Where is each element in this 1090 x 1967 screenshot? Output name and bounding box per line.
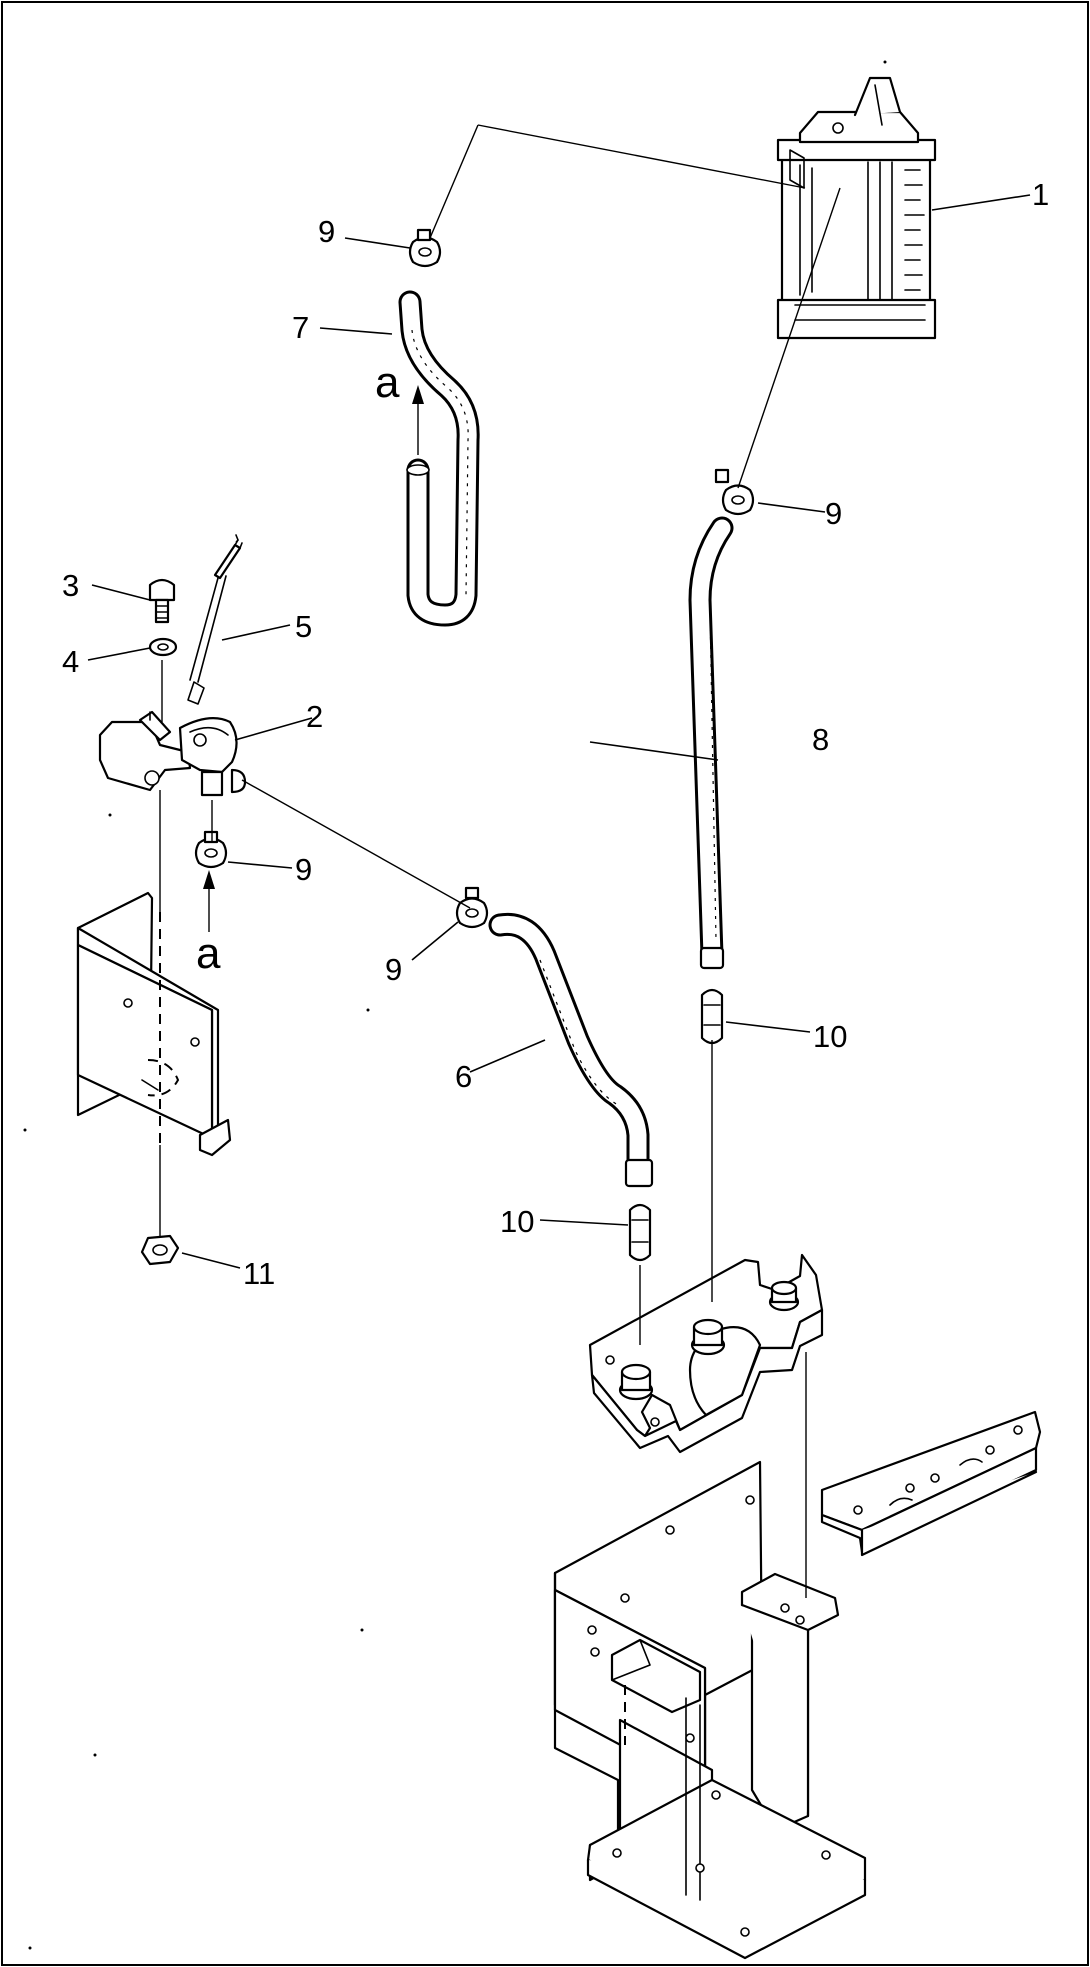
view-arrow-upper <box>412 385 424 455</box>
canister-part <box>776 76 937 340</box>
callout-2: 2 <box>306 699 323 734</box>
clamp-9-upper-left <box>408 228 442 268</box>
print-specks <box>23 60 887 1950</box>
callout-9-upper-left: 9 <box>318 214 335 249</box>
hose-7 <box>398 290 480 627</box>
view-letter-upper: a <box>375 358 400 407</box>
callout-3: 3 <box>62 568 79 603</box>
callout-9-mid-left: 9 <box>295 852 312 887</box>
callout-6: 6 <box>455 1059 472 1094</box>
leader-lines <box>87 194 1031 1269</box>
connector-10-lower <box>628 1203 652 1262</box>
callout-10-lower: 10 <box>500 1204 534 1239</box>
hose-8 <box>688 516 734 970</box>
callout-9-upper-right: 9 <box>825 496 842 531</box>
clamp-9-mid-left <box>194 830 228 869</box>
clamp-9-upper-right <box>714 468 755 516</box>
connector-10-upper <box>700 988 724 1045</box>
callout-4: 4 <box>62 644 79 679</box>
callout-8: 8 <box>812 722 829 757</box>
callout-7: 7 <box>292 310 309 345</box>
nut-11 <box>140 1234 180 1266</box>
callout-10-upper: 10 <box>813 1019 847 1054</box>
callout-11: 11 <box>243 1256 275 1291</box>
angled-rail <box>820 1410 1042 1557</box>
base-stand <box>553 1460 867 1960</box>
valve-bracket-2 <box>98 710 247 797</box>
hose-6 <box>488 912 654 1188</box>
assembly-lines <box>159 124 841 1598</box>
view-letter-lower: a <box>196 929 221 978</box>
mounting-plate-left <box>76 891 232 1157</box>
view-arrow-lower <box>203 870 215 932</box>
bolt-3 <box>148 578 176 624</box>
callout-9-mid-center: 9 <box>385 952 402 987</box>
bracket-plate-middle <box>588 1253 824 1454</box>
clamp-9-mid-center <box>455 886 489 929</box>
washer-4 <box>148 637 178 657</box>
callout-5: 5 <box>295 609 312 644</box>
callout-1: 1 <box>1032 177 1049 212</box>
rod-5 <box>187 534 243 705</box>
